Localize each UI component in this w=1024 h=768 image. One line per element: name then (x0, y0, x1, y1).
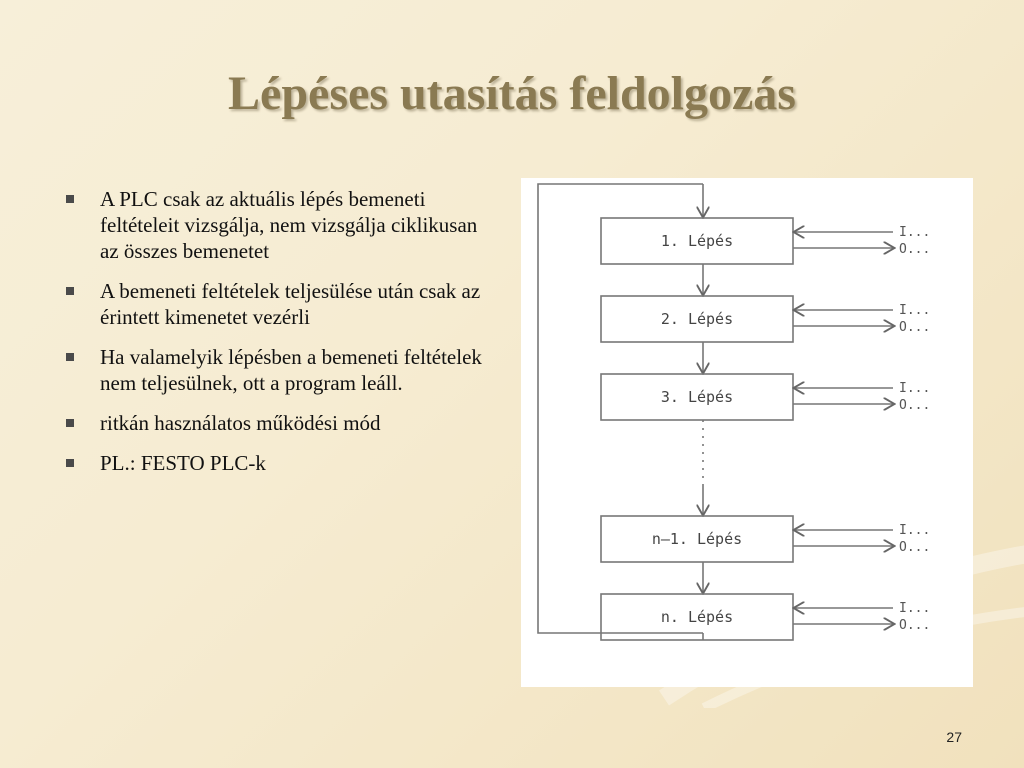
feedback-loop-line (537, 183, 703, 634)
input-label: I... (899, 381, 930, 396)
bullet-text: ritkán használatos működési mód (100, 411, 381, 435)
bullet-text: A bemeneti feltételek teljesülése után c… (100, 279, 481, 329)
bullet-square-icon (66, 459, 74, 467)
step-box (600, 593, 794, 641)
input-label: I... (899, 523, 930, 538)
step-diagram: 1. Lépés 2. Lépés 3. Lépés n—1. Lépés n.… (521, 178, 973, 687)
input-label: I... (899, 601, 930, 616)
step-box (600, 217, 794, 265)
step-label: 3. Lépés (661, 388, 733, 406)
bullet-item: ritkán használatos működési mód (62, 410, 494, 436)
bullet-text: Ha valamelyik lépésben a bemeneti feltét… (100, 345, 482, 395)
step-box (600, 295, 794, 343)
bullet-square-icon (66, 195, 74, 203)
bullet-square-icon (66, 419, 74, 427)
output-label: O... (899, 320, 930, 335)
output-label: O... (899, 398, 930, 413)
page-number: 27 (946, 729, 962, 745)
bullet-item: Ha valamelyik lépésben a bemeneti feltét… (62, 344, 494, 396)
step-box (600, 373, 794, 421)
output-label: O... (899, 242, 930, 257)
input-label: I... (899, 303, 930, 318)
step-label: 1. Lépés (661, 232, 733, 250)
bullet-item: A bemeneti feltételek teljesülése után c… (62, 278, 494, 330)
bullet-item: PL.: FESTO PLC-k (62, 450, 494, 476)
step-label: n. Lépés (661, 608, 733, 626)
step-diagram-svg: 1. Lépés 2. Lépés 3. Lépés n—1. Lépés n.… (537, 183, 930, 641)
io-arrows (793, 232, 893, 624)
bullet-square-icon (66, 287, 74, 295)
slide-title: Lépéses utasítás feldolgozás (228, 67, 796, 120)
bullet-text: A PLC csak az aktuális lépés bemeneti fe… (100, 187, 478, 263)
bullet-text: PL.: FESTO PLC-k (100, 451, 266, 475)
bullet-item: A PLC csak az aktuális lépés bemeneti fe… (62, 186, 494, 264)
output-label: O... (899, 540, 930, 555)
bullet-square-icon (66, 353, 74, 361)
step-label: 2. Lépés (661, 310, 733, 328)
output-label: O... (899, 618, 930, 633)
input-label: I... (899, 225, 930, 240)
step-box (600, 515, 794, 563)
step-label: n—1. Lépés (652, 530, 742, 548)
bullet-list: A PLC csak az aktuális lépés bemeneti fe… (62, 186, 494, 490)
